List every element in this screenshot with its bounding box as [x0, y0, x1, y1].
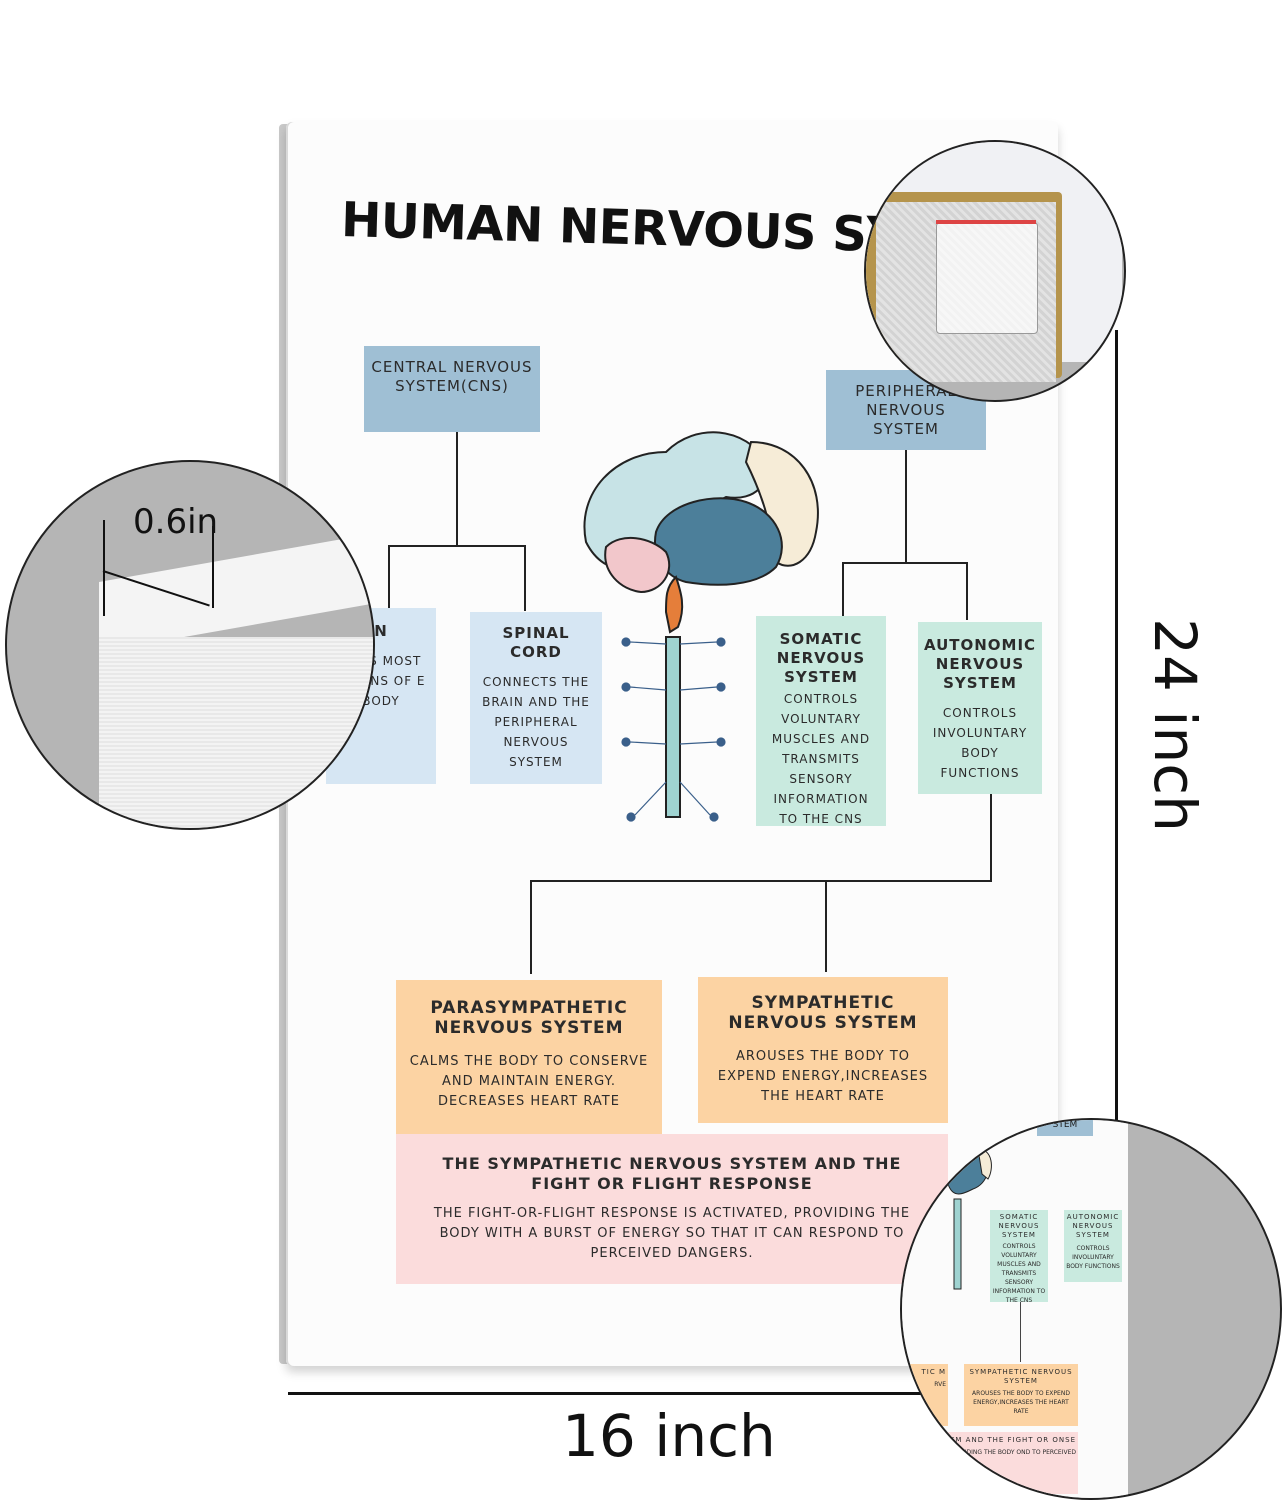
connector-line: [530, 880, 532, 974]
connector-line: [905, 450, 907, 562]
zoom-parasympathetic-fragment: TIC M RVE: [902, 1364, 948, 1426]
connector-line: [524, 545, 526, 611]
zoom-circle-depth: 0.6in: [5, 460, 375, 830]
connector-line: [456, 432, 458, 546]
zoom-circle-back-corner: [864, 140, 1126, 402]
neuron-icons: [621, 637, 726, 822]
brain-label: N: [374, 622, 388, 640]
zoom-connector-line: [1020, 1302, 1021, 1362]
spinal-column: [665, 636, 681, 818]
zoom-top-strip: STEM: [1037, 1120, 1093, 1136]
sympathetic-label: SYMPATHETIC NERVOUS SYSTEM: [728, 993, 918, 1033]
autonomic-label: AUTONOMIC NERVOUS SYSTEM: [923, 636, 1037, 692]
zoom-autonomic-box: AUTONOMIC NERVOUS SYSTEM CONTROLS INVOLU…: [1064, 1210, 1122, 1282]
fight-flight-desc: THE FIGHT-OR-FLIGHT RESPONSE IS ACTIVATE…: [433, 1206, 911, 1261]
somatic-label: SOMATIC NERVOUS SYSTEM: [776, 630, 866, 686]
brain-illustration: [583, 431, 819, 822]
brainstem: [664, 575, 684, 634]
parasympathetic-box: PARASYMPATHETIC NERVOUS SYSTEM CALMS THE…: [396, 980, 662, 1134]
connector-line: [842, 562, 968, 564]
width-dimension-label: 16 inch: [562, 1402, 776, 1470]
autonomic-box: AUTONOMIC NERVOUS SYSTEM CONTROLS INVOLU…: [918, 622, 1042, 794]
depth-dimension-label: 0.6in: [133, 502, 219, 542]
zoom-circle-print-detail: STEM SOMATIC NERVOUS SYSTEM CONTROLS VOL…: [900, 1118, 1282, 1500]
somatic-box: SOMATIC NERVOUS SYSTEM CONTROLS VOLUNTAR…: [756, 616, 886, 826]
fight-flight-box: THE SYMPATHETIC NERVOUS SYSTEM AND THE F…: [396, 1134, 948, 1284]
autonomic-desc: CONTROLS INVOLUNTARY BODY FUNCTIONS: [932, 706, 1028, 780]
connector-line: [842, 562, 844, 616]
depth-dimension-line: [212, 526, 214, 608]
connector-line: [388, 545, 526, 547]
cerebellum: [604, 536, 671, 594]
connector-line: [530, 880, 992, 882]
cns-label: CENTRAL NERVOUS SYSTEM(CNS): [371, 358, 533, 395]
zoom-fight-flight-fragment: SYSTEM AND THE FIGHT OR ONSE ED, PROVIDI…: [902, 1432, 1078, 1494]
zoom-brain-fragment: [945, 1148, 992, 1290]
parasympathetic-label: PARASYMPATHETIC NERVOUS SYSTEM: [430, 998, 628, 1038]
height-dimension-line: [1115, 330, 1118, 1130]
height-dimension-label: 24 inch: [1141, 618, 1210, 832]
occipital-lobe: [744, 440, 819, 567]
spinal-cord-box: SPINAL CORD CONNECTS THE BRAIN AND THE P…: [470, 612, 602, 784]
connector-line: [388, 545, 390, 609]
connector-line: [966, 562, 968, 620]
hardware-bag: [936, 222, 1038, 334]
parasympathetic-desc: CALMS THE BODY TO CONSERVE AND MAINTAIN …: [409, 1054, 649, 1109]
spinal-cord-desc: CONNECTS THE BRAIN AND THE PERIPHERAL NE…: [482, 675, 590, 769]
temporal-lobe: [654, 497, 783, 586]
canvas-corner-face: [99, 637, 373, 828]
width-dimension-line: [288, 1392, 928, 1395]
somatic-desc: CONTROLS VOLUNTARY MUSCLES AND TRANSMITS…: [771, 692, 871, 826]
fight-flight-label: THE SYMPATHETIC NERVOUS SYSTEM AND THE F…: [442, 1154, 902, 1193]
sympathetic-desc: AROUSES THE BODY TO EXPEND ENERGY,INCREA…: [717, 1049, 929, 1104]
pns-label: PERIPHERAL NERVOUS SYSTEM: [855, 382, 957, 438]
canvas-corner-top: [99, 529, 373, 652]
zoom-somatic-box: SOMATIC NERVOUS SYSTEM CONTROLS VOLUNTAR…: [990, 1210, 1048, 1304]
spinal-cord-label: SPINAL CORD: [502, 624, 570, 661]
cns-box: CENTRAL NERVOUS SYSTEM(CNS): [364, 346, 540, 432]
red-seal-strip: [936, 220, 1036, 224]
connector-line: [990, 794, 992, 882]
sympathetic-box: SYMPATHETIC NERVOUS SYSTEM AROUSES THE B…: [698, 977, 948, 1123]
connector-line: [825, 880, 827, 972]
depth-dimension-line: [103, 520, 105, 616]
zoom-sympathetic-box: SYMPATHETIC NERVOUS SYSTEM AROUSES THE B…: [964, 1364, 1078, 1426]
